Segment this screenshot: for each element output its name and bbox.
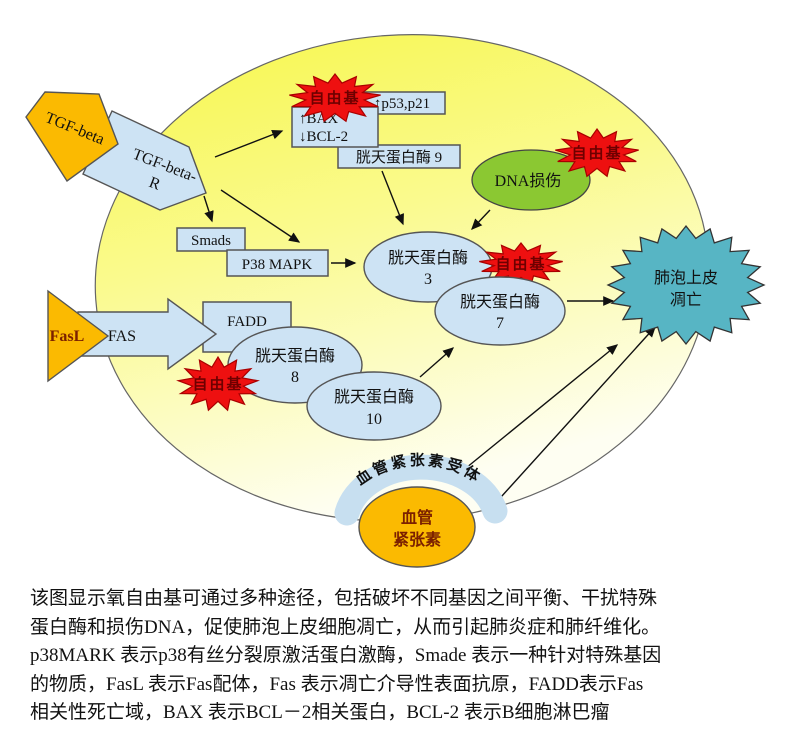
fadd-label: FADD bbox=[227, 314, 267, 330]
arrow-caspase10-to-caspase7 bbox=[419, 347, 455, 378]
arrow-caspase9-to-caspase3 bbox=[381, 170, 404, 226]
caspase10-ellipse bbox=[306, 371, 442, 441]
caspase10-number: 10 bbox=[366, 411, 382, 428]
apoptosis-starburst bbox=[606, 224, 766, 346]
angiotensin-label-1: 血管 bbox=[401, 508, 433, 527]
free-radical-starburst-1 bbox=[289, 73, 381, 123]
smads-box bbox=[176, 227, 246, 252]
caption-line: 相关性死亡域，BAX 表示BCL－2相关蛋白，BCL-2 表示B细胞淋巴瘤 bbox=[30, 702, 610, 723]
free-radical-label-2: 自由基 bbox=[571, 144, 622, 162]
dna-damage-ellipse bbox=[471, 149, 591, 211]
arrow-tgfr-to-smads bbox=[203, 195, 214, 223]
caspase7-ellipse bbox=[434, 276, 566, 346]
arrow-tgfr-to-p38 bbox=[220, 189, 301, 243]
dna-damage-label: DNA损伤 bbox=[495, 172, 562, 190]
caption-line: 的物质，FasL 表示Fas配体，Fas 表示凋亡介导性表面抗原，FADD表示F… bbox=[30, 673, 644, 695]
arrow-receptor-to-apoptosis-1 bbox=[465, 344, 619, 469]
apoptosis-label-1: 肺泡上皮 bbox=[654, 269, 718, 287]
angiotensin-ellipse bbox=[358, 486, 476, 568]
free-radical-starburst-4 bbox=[176, 355, 260, 412]
fas-label: FAS bbox=[108, 328, 136, 345]
fasl-label: FasL bbox=[50, 328, 85, 345]
apoptosis-label-2: 凋亡 bbox=[670, 291, 702, 309]
caspase10-label: 胱天蛋白酶 bbox=[334, 388, 414, 406]
caspase7-label: 胱天蛋白酶 bbox=[460, 293, 540, 311]
free-radical-starburst-3 bbox=[479, 242, 563, 286]
caption-line: p38MARK 表示p38有丝分裂原激活蛋白激酶，Smade 表示一种针对特殊基… bbox=[30, 645, 662, 666]
caspase9-box bbox=[337, 144, 461, 169]
figure-caption: 该图显示氧自由基可通过多种途径，包括破坏不同基因之间平衡、干扰特殊 蛋白酶和损伤… bbox=[30, 585, 780, 728]
caspase7-number: 7 bbox=[496, 315, 504, 332]
caption-line: 该图显示氧自由基可通过多种途径，包括破坏不同基因之间平衡、干扰特殊 bbox=[30, 588, 658, 609]
free-radical-label-3: 自由基 bbox=[495, 255, 546, 273]
caspase3-number: 3 bbox=[424, 271, 432, 288]
p38-mapk-label: P38 MAPK bbox=[242, 257, 313, 273]
arrow-dna-to-caspase3 bbox=[471, 209, 491, 231]
caspase8-number: 8 bbox=[291, 369, 299, 386]
p53-label: ↑p53,p21 bbox=[374, 96, 430, 112]
angiotensin-label-2: 紧张素 bbox=[393, 530, 441, 549]
arrow-receptor-to-apoptosis-2 bbox=[491, 325, 656, 508]
fas-arrow-shape bbox=[77, 297, 218, 371]
caspase9-label: 胱天蛋白酶 9 bbox=[356, 149, 442, 166]
smads-label: Smads bbox=[191, 233, 231, 249]
pathway-diagram: TGF-beta- R TGF-beta 胱天蛋白酶 9 ↑p53,p21 ↑B… bbox=[25, 34, 766, 568]
tgf-beta-ligand-shape bbox=[25, 91, 119, 183]
free-radical-label-1: 自由基 bbox=[309, 89, 360, 107]
fasl-triangle bbox=[47, 289, 110, 383]
caspase8-label: 胱天蛋白酶 bbox=[255, 347, 335, 365]
free-radical-starburst-2 bbox=[555, 127, 639, 178]
angiotensin-receptor-band bbox=[334, 454, 508, 526]
p38-mapk-box bbox=[226, 249, 329, 277]
caspase3-label: 胱天蛋白酶 bbox=[388, 249, 468, 267]
arrow-tgfr-to-bax bbox=[214, 129, 284, 158]
caption-line: 蛋白酶和损伤DNA，促使肺泡上皮细胞凋亡，从而引起肺炎症和肺纤维化。 bbox=[30, 616, 661, 638]
free-radical-label-4: 自由基 bbox=[192, 375, 243, 393]
bcl2-label: ↓BCL-2 bbox=[299, 129, 348, 145]
